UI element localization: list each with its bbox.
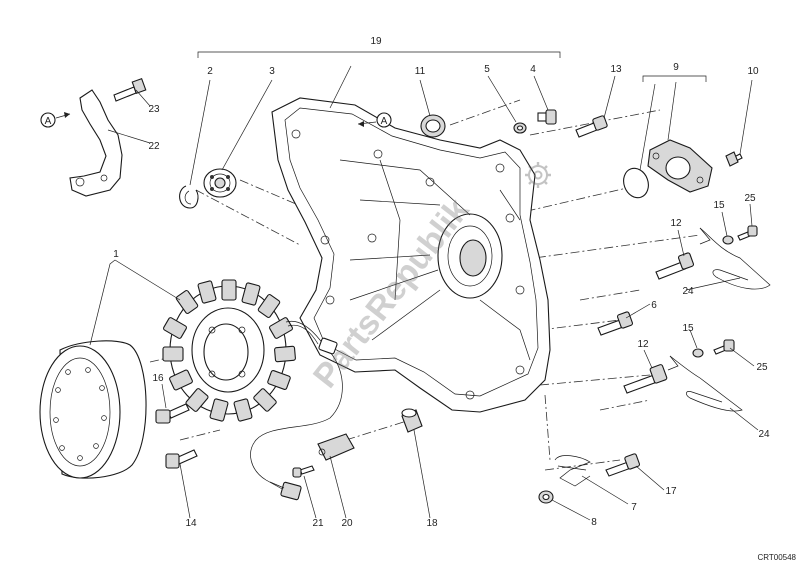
callout-22: 22 [148,141,160,152]
reference-marker-a-left: A [40,112,71,128]
watermark-gear-icon [525,162,551,188]
callout-21: 21 [312,518,324,529]
generator-cover [271,97,551,413]
circlip-part-2 [179,185,199,209]
callout-19: 19 [370,36,382,47]
screw-part-16 [155,403,190,424]
callout-labels: 19 2 3 11 5 4 13 9 10 23 22 1 12 15 25 2… [113,36,770,529]
grommet-part-20 [317,433,355,461]
callout-24-lower: 24 [758,429,770,440]
bolt-part-12-upper [655,252,695,280]
cable-clip-part-7 [554,455,591,487]
callout-6: 6 [651,300,657,311]
bracket-19 [197,51,561,58]
callout-1: 1 [113,249,119,260]
screw-part-14 [165,449,198,469]
callout-8: 8 [591,517,597,528]
washer-part-15-upper [722,235,734,245]
screw-part-13 [575,115,608,138]
callout-20: 20 [341,518,353,529]
callout-7: 7 [631,502,637,513]
spring-clip-part-24-upper [699,227,771,290]
callout-4: 4 [530,64,536,75]
callout-13: 13 [610,64,622,75]
screw-part-4 [537,109,557,125]
callout-11: 11 [415,66,426,77]
dowel-part-18 [401,408,423,433]
screw-part-6 [597,311,634,336]
bracket-9 [642,75,707,82]
svg-text:A: A [45,116,52,127]
washer-part-15-lower [692,348,704,358]
rotor-part-1 [39,340,147,479]
callout-16: 16 [152,373,164,384]
svg-text:A: A [381,116,388,127]
bearing-part-3 [203,168,237,198]
callout-18: 18 [426,518,438,529]
callout-15-upper: 15 [713,200,725,211]
callout-25-lower: 25 [756,362,768,373]
screw-part-25-upper [737,225,758,241]
seal-part-11 [420,114,446,138]
stator-wiring-harness [250,320,343,501]
o-ring-part-9 [623,167,649,199]
bolt-part-12-lower [623,364,668,394]
callout-10: 10 [747,66,759,77]
screw-part-10 [725,151,743,167]
washer-part-5 [513,122,527,134]
callout-9: 9 [673,62,679,73]
screw-part-25-lower [713,339,735,355]
reference-marker-a-right: A [357,112,392,128]
leader-lines [89,65,759,521]
callout-2: 2 [207,66,213,77]
callout-12-lower: 12 [637,339,649,350]
stator-part-1 [162,279,296,422]
callout-24-upper: 24 [682,286,694,297]
drawing-code: CRT00548 [757,553,796,562]
screw-part-21 [292,465,315,478]
callout-5: 5 [484,64,490,75]
inspection-cover-part-9 [647,139,713,193]
bracket-part-22 [69,89,123,197]
callout-3: 3 [269,66,275,77]
assembly-axis-lines [149,99,701,471]
spring-clip-part-24-lower [667,355,743,412]
callout-17: 17 [665,486,677,497]
bolt-part-23 [113,77,147,102]
callout-14: 14 [185,518,197,529]
screw-part-17 [605,453,641,477]
callout-25-upper: 25 [744,193,756,204]
callout-23: 23 [148,104,160,115]
callout-15-lower: 15 [682,323,694,334]
nut-part-8 [538,490,554,504]
callout-12-upper: 12 [670,218,682,229]
